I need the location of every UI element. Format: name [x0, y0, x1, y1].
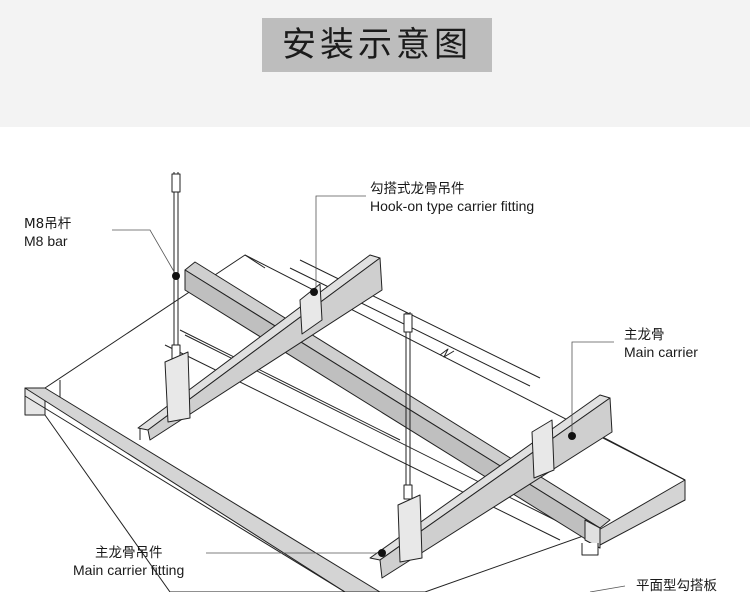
label-hook-on-zh: 勾搭式龙骨吊件: [370, 181, 465, 197]
fitting-right: [397, 494, 423, 563]
label-flat-panel: 平面型勾搭板: [636, 578, 717, 595]
hook-fitting-front: [531, 419, 555, 479]
label-hook-on-en: Hook-on type carrier fitting: [370, 198, 535, 214]
label-m8-bar-zh: M8吊杆: [24, 216, 72, 232]
label-flat-panel-zh: 平面型勾搭板: [636, 578, 717, 594]
label-m8-bar-en: M8 bar: [24, 233, 68, 249]
m8-bar-right: [403, 312, 413, 500]
title-box: 安装示意图: [262, 18, 492, 72]
header-banner: 安装示意图: [0, 0, 750, 127]
label-main-carrier-fitting-zh: 主龙骨吊件: [95, 545, 163, 561]
label-main-carrier-en: Main carrier: [624, 344, 698, 360]
label-m8-bar: M8吊杆 M8 bar: [24, 216, 71, 250]
label-hook-on: 勾搭式龙骨吊件 Hook-on type carrier fitting: [370, 181, 534, 215]
leader-markers: [172, 272, 576, 557]
label-main-carrier-fitting-en: Main carrier fitting: [73, 562, 185, 578]
fitting-left: [164, 351, 191, 423]
panel-front-edge: [24, 387, 686, 592]
page-title: 安装示意图: [282, 25, 472, 65]
m8-bar-left: [171, 172, 181, 360]
label-main-carrier-fitting: 主龙骨吊件 Main carrier fitting: [73, 545, 184, 579]
label-main-carrier-zh: 主龙骨: [624, 327, 665, 343]
leader-lines: [112, 195, 626, 592]
label-main-carrier: 主龙骨 Main carrier: [624, 327, 698, 361]
